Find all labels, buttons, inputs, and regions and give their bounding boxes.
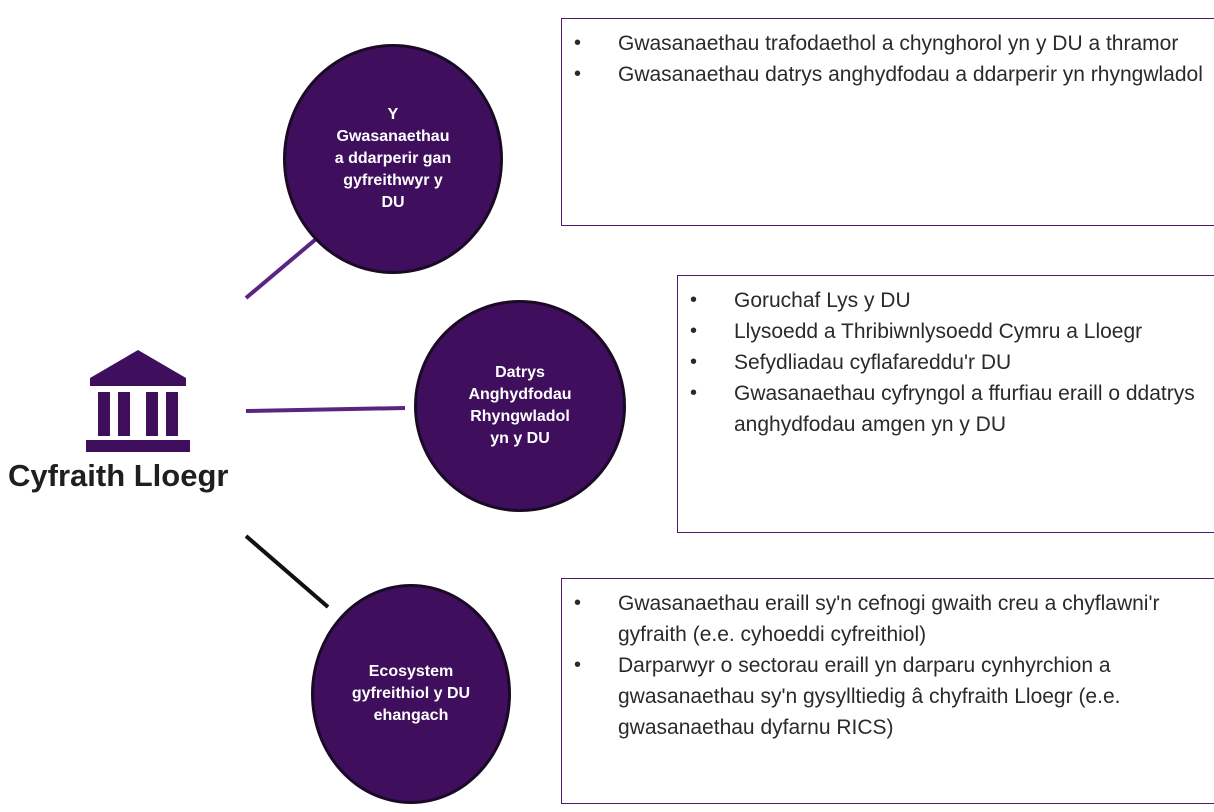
bullet-item: Sefydliadau cyflafareddu'r DU	[678, 347, 1214, 378]
connector-line-3	[244, 534, 330, 609]
branch-circle-legal-ecosystem: Ecosystem gyfreithiol y DU ehangach	[311, 584, 511, 804]
bullet-item: Darparwyr o sectorau eraill yn darparu c…	[562, 650, 1214, 743]
branch-circle-label: Ecosystem gyfreithiol y DU ehangach	[351, 663, 471, 724]
bullet-list: Goruchaf Lys y DU Llysoedd a Thribiwnlys…	[678, 285, 1214, 440]
bullet-list: Gwasanaethau eraill sy'n cefnogi gwaith …	[562, 588, 1214, 743]
branch-circle-label: Y Gwasanaethau a ddarperir gan gyfreithw…	[334, 106, 452, 211]
bullet-item: Gwasanaethau cyfryngol a ffurfiau eraill…	[678, 378, 1214, 440]
bullet-item: Gwasanaethau trafodaethol a chynghorol y…	[562, 28, 1214, 59]
root-title: Cyfraith Lloegr	[8, 458, 229, 493]
bullet-item: Goruchaf Lys y DU	[678, 285, 1214, 316]
bullet-item: Gwasanaethau datrys anghydfodau a ddarpe…	[562, 59, 1214, 90]
detail-box-dispute-resolution: Goruchaf Lys y DU Llysoedd a Thribiwnlys…	[677, 275, 1214, 533]
detail-box-legal-ecosystem: Gwasanaethau eraill sy'n cefnogi gwaith …	[561, 578, 1214, 804]
courthouse-icon	[86, 348, 190, 454]
bullet-item: Llysoedd a Thribiwnlysoedd Cymru a Lloeg…	[678, 316, 1214, 347]
branch-circle-lawyer-services: Y Gwasanaethau a ddarperir gan gyfreithw…	[283, 44, 503, 274]
connector-line-1	[244, 232, 324, 300]
branch-circle-label: Datrys Anghydfodau Rhyngwladol yn y DU	[468, 364, 572, 447]
detail-box-lawyer-services: Gwasanaethau trafodaethol a chynghorol y…	[561, 18, 1214, 226]
bullet-list: Gwasanaethau trafodaethol a chynghorol y…	[562, 28, 1214, 90]
connector-line-2	[245, 406, 406, 413]
bullet-item: Gwasanaethau eraill sy'n cefnogi gwaith …	[562, 588, 1214, 650]
branch-circle-dispute-resolution: Datrys Anghydfodau Rhyngwladol yn y DU	[414, 300, 626, 512]
